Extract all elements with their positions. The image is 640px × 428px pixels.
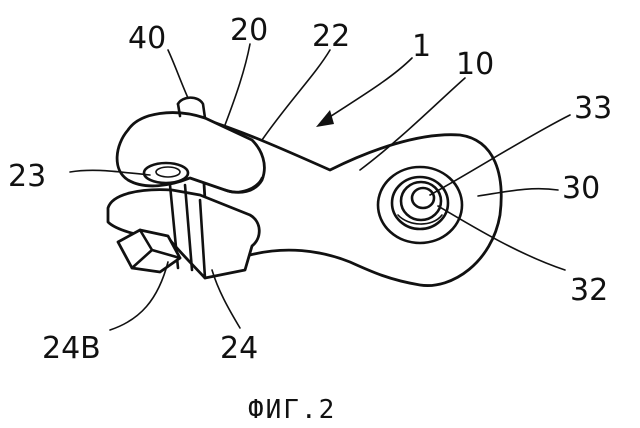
ref-30: 30	[562, 171, 600, 206]
arrow-head	[316, 110, 334, 127]
ref-33: 33	[574, 91, 612, 126]
ref-23: 23	[8, 159, 46, 194]
figure-caption: ФИГ.2	[248, 395, 336, 425]
leader-22	[262, 50, 330, 140]
ref-10: 10	[456, 47, 494, 82]
ref-24: 24	[220, 331, 258, 366]
ref-32: 32	[570, 273, 608, 308]
upper-fork-arm	[117, 113, 264, 193]
ref-20: 20	[230, 13, 268, 48]
leader-20	[225, 44, 250, 125]
ref-1: 1	[412, 29, 431, 64]
ref-24b: 24B	[42, 331, 101, 366]
ref-40: 40	[128, 21, 166, 56]
leader-40	[168, 50, 188, 98]
leader-24	[212, 270, 240, 328]
leader-1-arrow	[322, 58, 412, 122]
ref-22: 22	[312, 19, 350, 54]
